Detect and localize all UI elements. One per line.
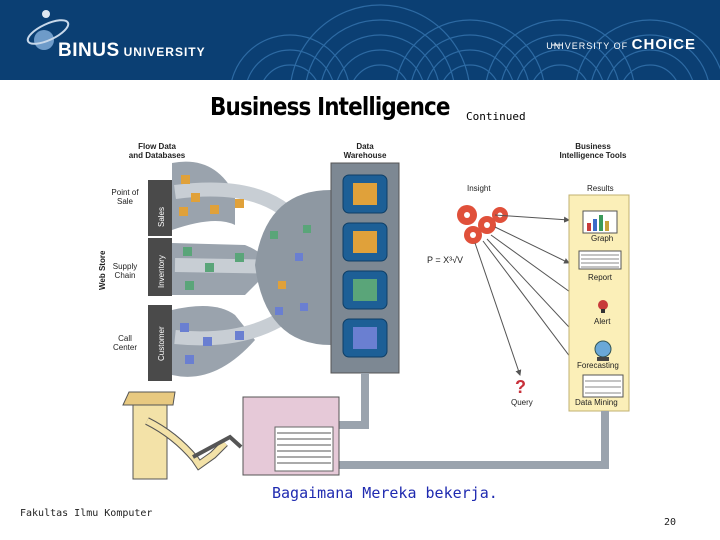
sales-db-bar: [148, 180, 172, 236]
result-label-data-mining: Data Mining: [575, 398, 618, 407]
result-label-forecasting: Forecasting: [577, 361, 619, 370]
result-report-icon: [578, 250, 622, 270]
result-graph-icon: [582, 210, 618, 234]
web-store-label: Web Store: [98, 250, 107, 290]
data-cubes: [179, 175, 311, 364]
customer-db-bar: [148, 305, 172, 381]
insight-gears-icon: [457, 205, 508, 244]
inventory-db-bar: [148, 238, 172, 296]
header-results: Results: [587, 184, 614, 193]
result-label-alert: Alert: [594, 317, 611, 326]
slide-title-suffix: Continued: [466, 110, 526, 123]
result-label-graph: Graph: [591, 234, 613, 243]
pipe-results-down: [338, 411, 609, 469]
page-number: 20: [664, 517, 677, 528]
brand-tagline: UNIVERSITY OF CHOICE: [546, 36, 696, 53]
warehouse-funnel: [255, 190, 331, 345]
query-label: Query: [511, 398, 533, 407]
slide-caption: Bagaimana Mereka bekerja.: [272, 484, 498, 502]
header-insight: Insight: [467, 184, 491, 193]
tagline-word: CHOICE: [631, 36, 696, 53]
pipe-warehouse-down: [338, 373, 369, 429]
binus-logo-icon: [26, 10, 70, 50]
result-alert-icon: [598, 300, 608, 313]
footer-faculty: Fakultas Ilmu Komputer: [20, 508, 153, 519]
slide-title: Business Intelligence: [210, 92, 451, 121]
brand-suffix: UNIVERSITY: [123, 45, 206, 59]
warehouse-cubes: [342, 174, 388, 358]
brand-name: BINUS: [58, 40, 120, 61]
banner-arcs: [26, 4, 720, 80]
terminal-icon: [242, 396, 340, 476]
db-label-customer: Customer: [157, 326, 166, 361]
result-data-mining-icon: [582, 374, 624, 398]
db-label-inventory: Inventory: [157, 255, 166, 288]
user-at-desk-icon: [122, 391, 243, 480]
result-label-report: Report: [588, 273, 613, 282]
query-mark-icon: ?: [515, 377, 526, 397]
insight-formula: P = X³√V: [427, 255, 463, 265]
tagline-prefix: UNIVERSITY OF: [546, 41, 629, 51]
db-label-sales: Sales: [157, 207, 166, 227]
result-forecasting-icon: [594, 340, 612, 361]
